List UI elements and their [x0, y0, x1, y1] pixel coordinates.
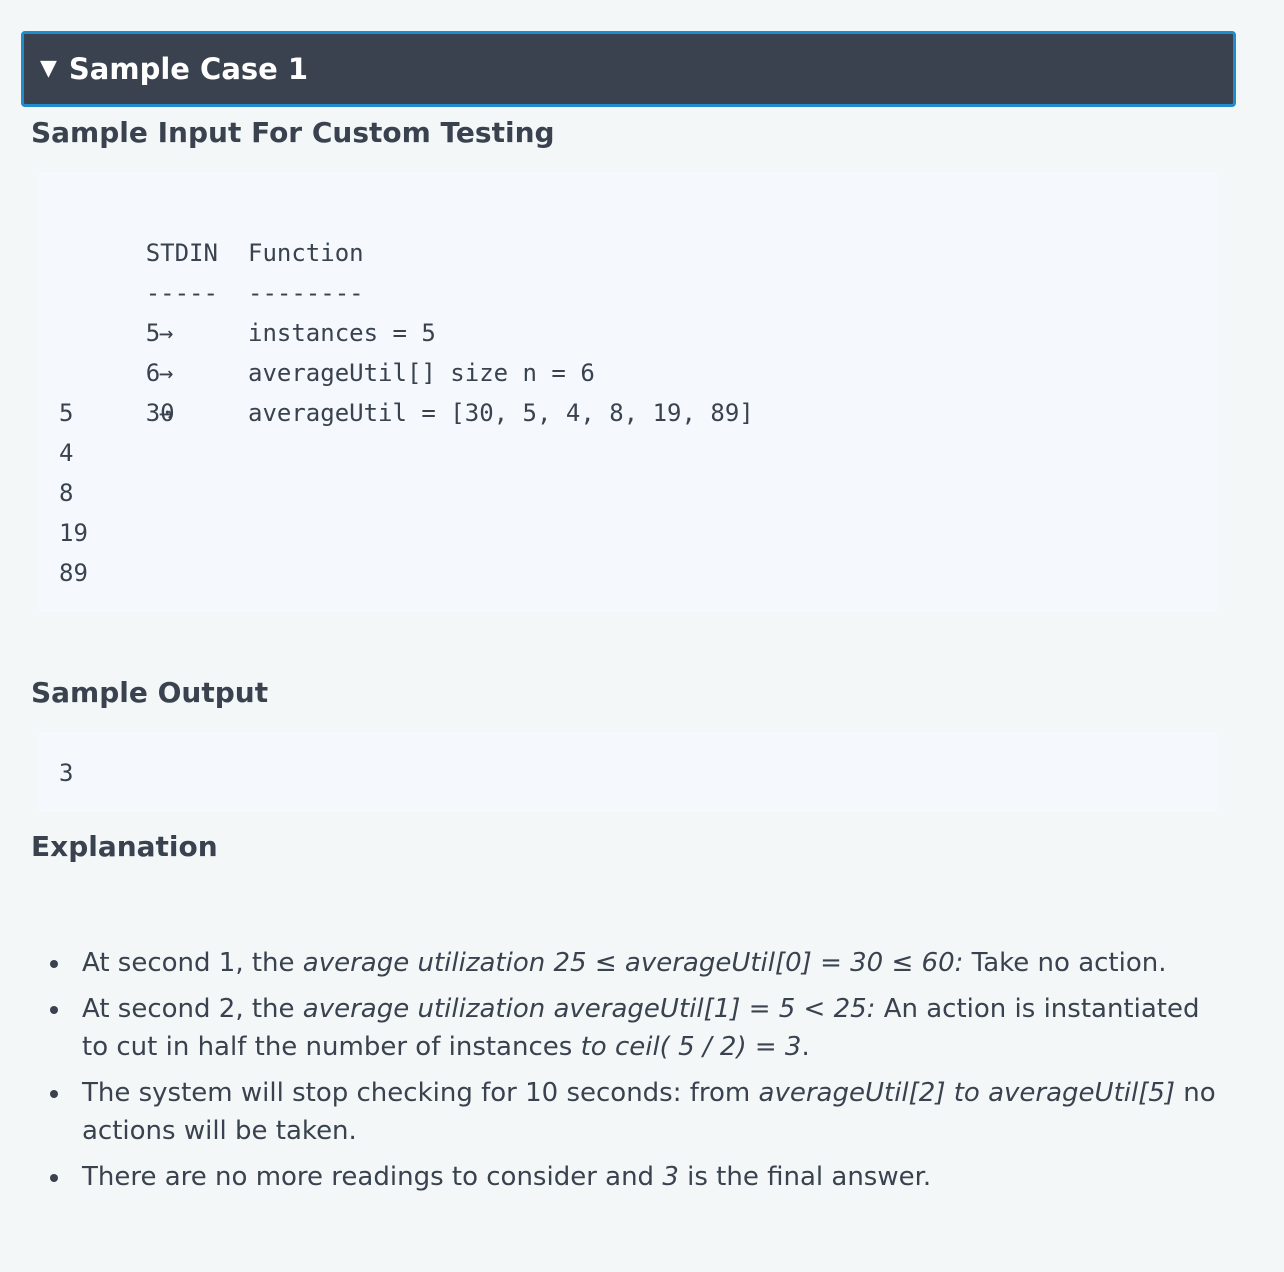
stdin-value: 89: [59, 559, 88, 587]
stdin-divider: -----: [145, 279, 218, 307]
stdin-value: 4: [59, 439, 74, 467]
stdin-value: 6: [145, 359, 161, 387]
sample-case-toggle[interactable]: ▼ Sample Case 1: [21, 31, 1236, 107]
stdin-value: 5: [145, 319, 161, 347]
code-line: 5: [59, 393, 73, 433]
code-line: 89: [59, 553, 88, 593]
list-item: The system will stop checking for 10 sec…: [48, 1074, 1228, 1150]
stdin-header: STDIN: [145, 239, 218, 267]
function-text: averageUtil[] size n = 6: [248, 359, 595, 387]
function-text: averageUtil = [30, 5, 4, 8, 19, 89]: [248, 399, 754, 427]
explanation-list: At second 1, the average utilization 25 …: [48, 944, 1228, 1204]
arrow-icon: →: [159, 359, 174, 387]
list-item: At second 1, the average utilization 25 …: [48, 944, 1228, 982]
collapse-triangle-icon: ▼: [40, 56, 57, 81]
stdin-value: 8: [59, 479, 74, 507]
stdin-value: 30: [145, 399, 175, 427]
sample-output-heading: Sample Output: [31, 676, 269, 709]
arrow-icon: →: [159, 319, 174, 347]
code-line: 30→averageUtil = [30, 5, 4, 8, 19, 89]: [59, 353, 754, 427]
function-header: Function: [248, 239, 364, 267]
code-line: 4: [59, 433, 73, 473]
function-text: instances = 5: [248, 319, 436, 347]
sample-output-block: 3: [38, 732, 1218, 812]
stdin-value: 19: [59, 519, 88, 547]
sample-input-heading: Sample Input For Custom Testing: [31, 116, 555, 149]
arrow-icon: →: [159, 399, 174, 427]
list-item: There are no more readings to consider a…: [48, 1158, 1228, 1196]
code-line: 19: [59, 513, 88, 553]
output-value: 3: [59, 759, 74, 787]
code-line: 5→ instances = 5: [59, 273, 436, 347]
code-line: 8: [59, 473, 73, 513]
code-line: -------------: [59, 233, 364, 307]
explanation-heading: Explanation: [31, 830, 218, 863]
list-item: At second 2, the average utilization ave…: [48, 990, 1228, 1066]
function-divider: --------: [248, 279, 364, 307]
code-line: 6→averageUtil[] size n = 6: [59, 313, 595, 387]
code-line: STDIN Function: [59, 193, 364, 267]
sample-case-title: Sample Case 1: [68, 52, 309, 86]
stdin-value: 5: [59, 399, 74, 427]
